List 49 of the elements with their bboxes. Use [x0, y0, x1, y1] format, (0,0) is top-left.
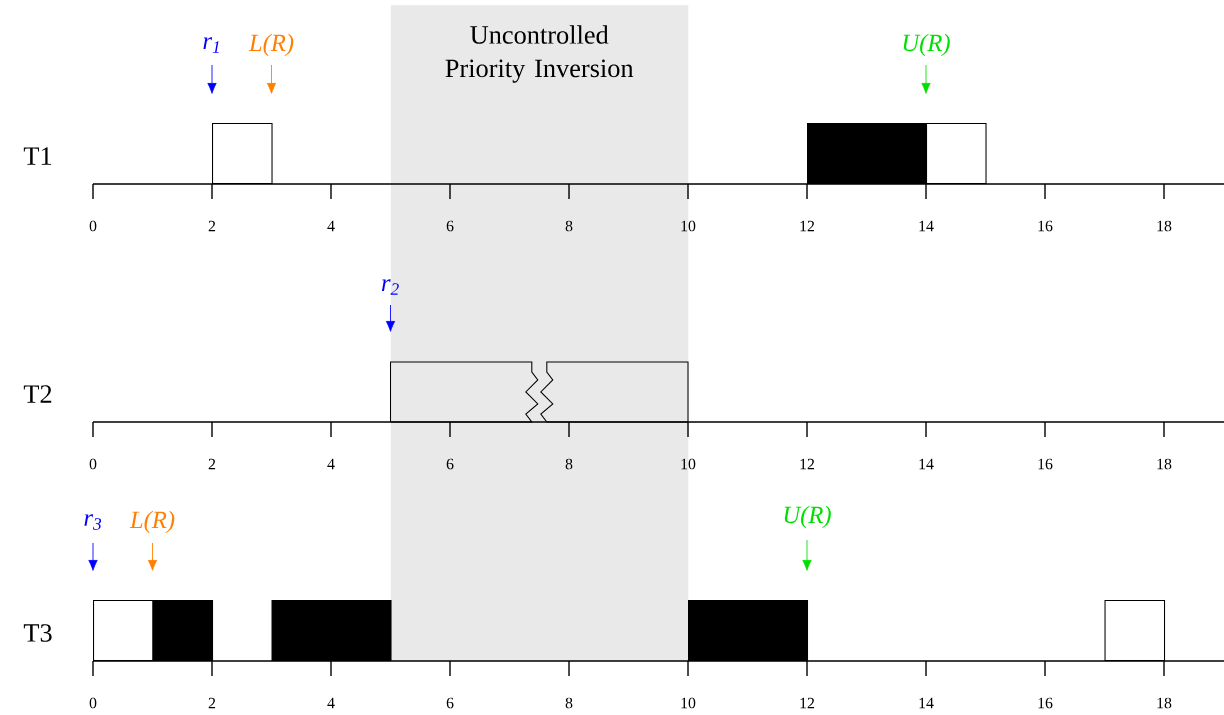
tick-label: 2: [208, 697, 216, 709]
tick-label: 12: [800, 220, 815, 232]
execution-bar: [93, 599, 154, 661]
tick-label: 2: [208, 458, 216, 470]
tick-label: 4: [327, 697, 335, 709]
tick-label: 8: [565, 458, 573, 470]
tick-label: 16: [1038, 458, 1053, 470]
tick-label: 12: [800, 458, 815, 470]
broken-execution-bar: [390, 361, 689, 423]
task-label: T2: [23, 385, 52, 403]
marker-label: L(R): [129, 510, 175, 534]
execution-bar: [688, 599, 809, 661]
tick-label: 8: [565, 697, 573, 709]
marker-label: r$_{1}$: [203, 37, 219, 53]
tick-label: 6: [446, 458, 454, 470]
execution-bar: [271, 599, 392, 661]
tick-label: 6: [446, 697, 454, 709]
marker-label: L(R): [248, 33, 294, 57]
tick-label: 12: [800, 697, 815, 709]
tick-label: 18: [1157, 458, 1172, 470]
tick-label: 8: [565, 220, 573, 232]
execution-bar: [212, 122, 273, 184]
tick-label: 0: [89, 458, 97, 470]
tick-label: 0: [89, 220, 97, 232]
tick-label: 10: [681, 697, 696, 709]
tick-label: 16: [1038, 220, 1053, 232]
task-label: T3: [23, 624, 52, 642]
tick-label: 10: [681, 220, 696, 232]
task-label: T1: [23, 147, 52, 165]
tick-label: 0: [89, 697, 97, 709]
tick-label: 4: [327, 458, 335, 470]
marker-label: U(R): [903, 33, 950, 57]
tick-label: 2: [208, 220, 216, 232]
tick-label: 4: [327, 220, 335, 232]
tick-label: 10: [681, 458, 696, 470]
tick-label: 14: [919, 220, 934, 232]
tick-label: 16: [1038, 697, 1053, 709]
marker-label: U(R): [784, 505, 831, 529]
tick-label: 18: [1157, 697, 1172, 709]
execution-bar: [152, 599, 214, 661]
marker-label: r$_{2}$: [381, 279, 399, 295]
execution-bar: [1104, 599, 1166, 661]
execution-bar: [926, 122, 987, 184]
marker-label: r$_{3}$: [84, 514, 102, 530]
tick-label: 14: [919, 697, 934, 709]
tick-label: 14: [919, 458, 934, 470]
tick-label: 18: [1157, 220, 1172, 232]
execution-bar: [807, 122, 928, 184]
tick-label: 6: [446, 220, 454, 232]
